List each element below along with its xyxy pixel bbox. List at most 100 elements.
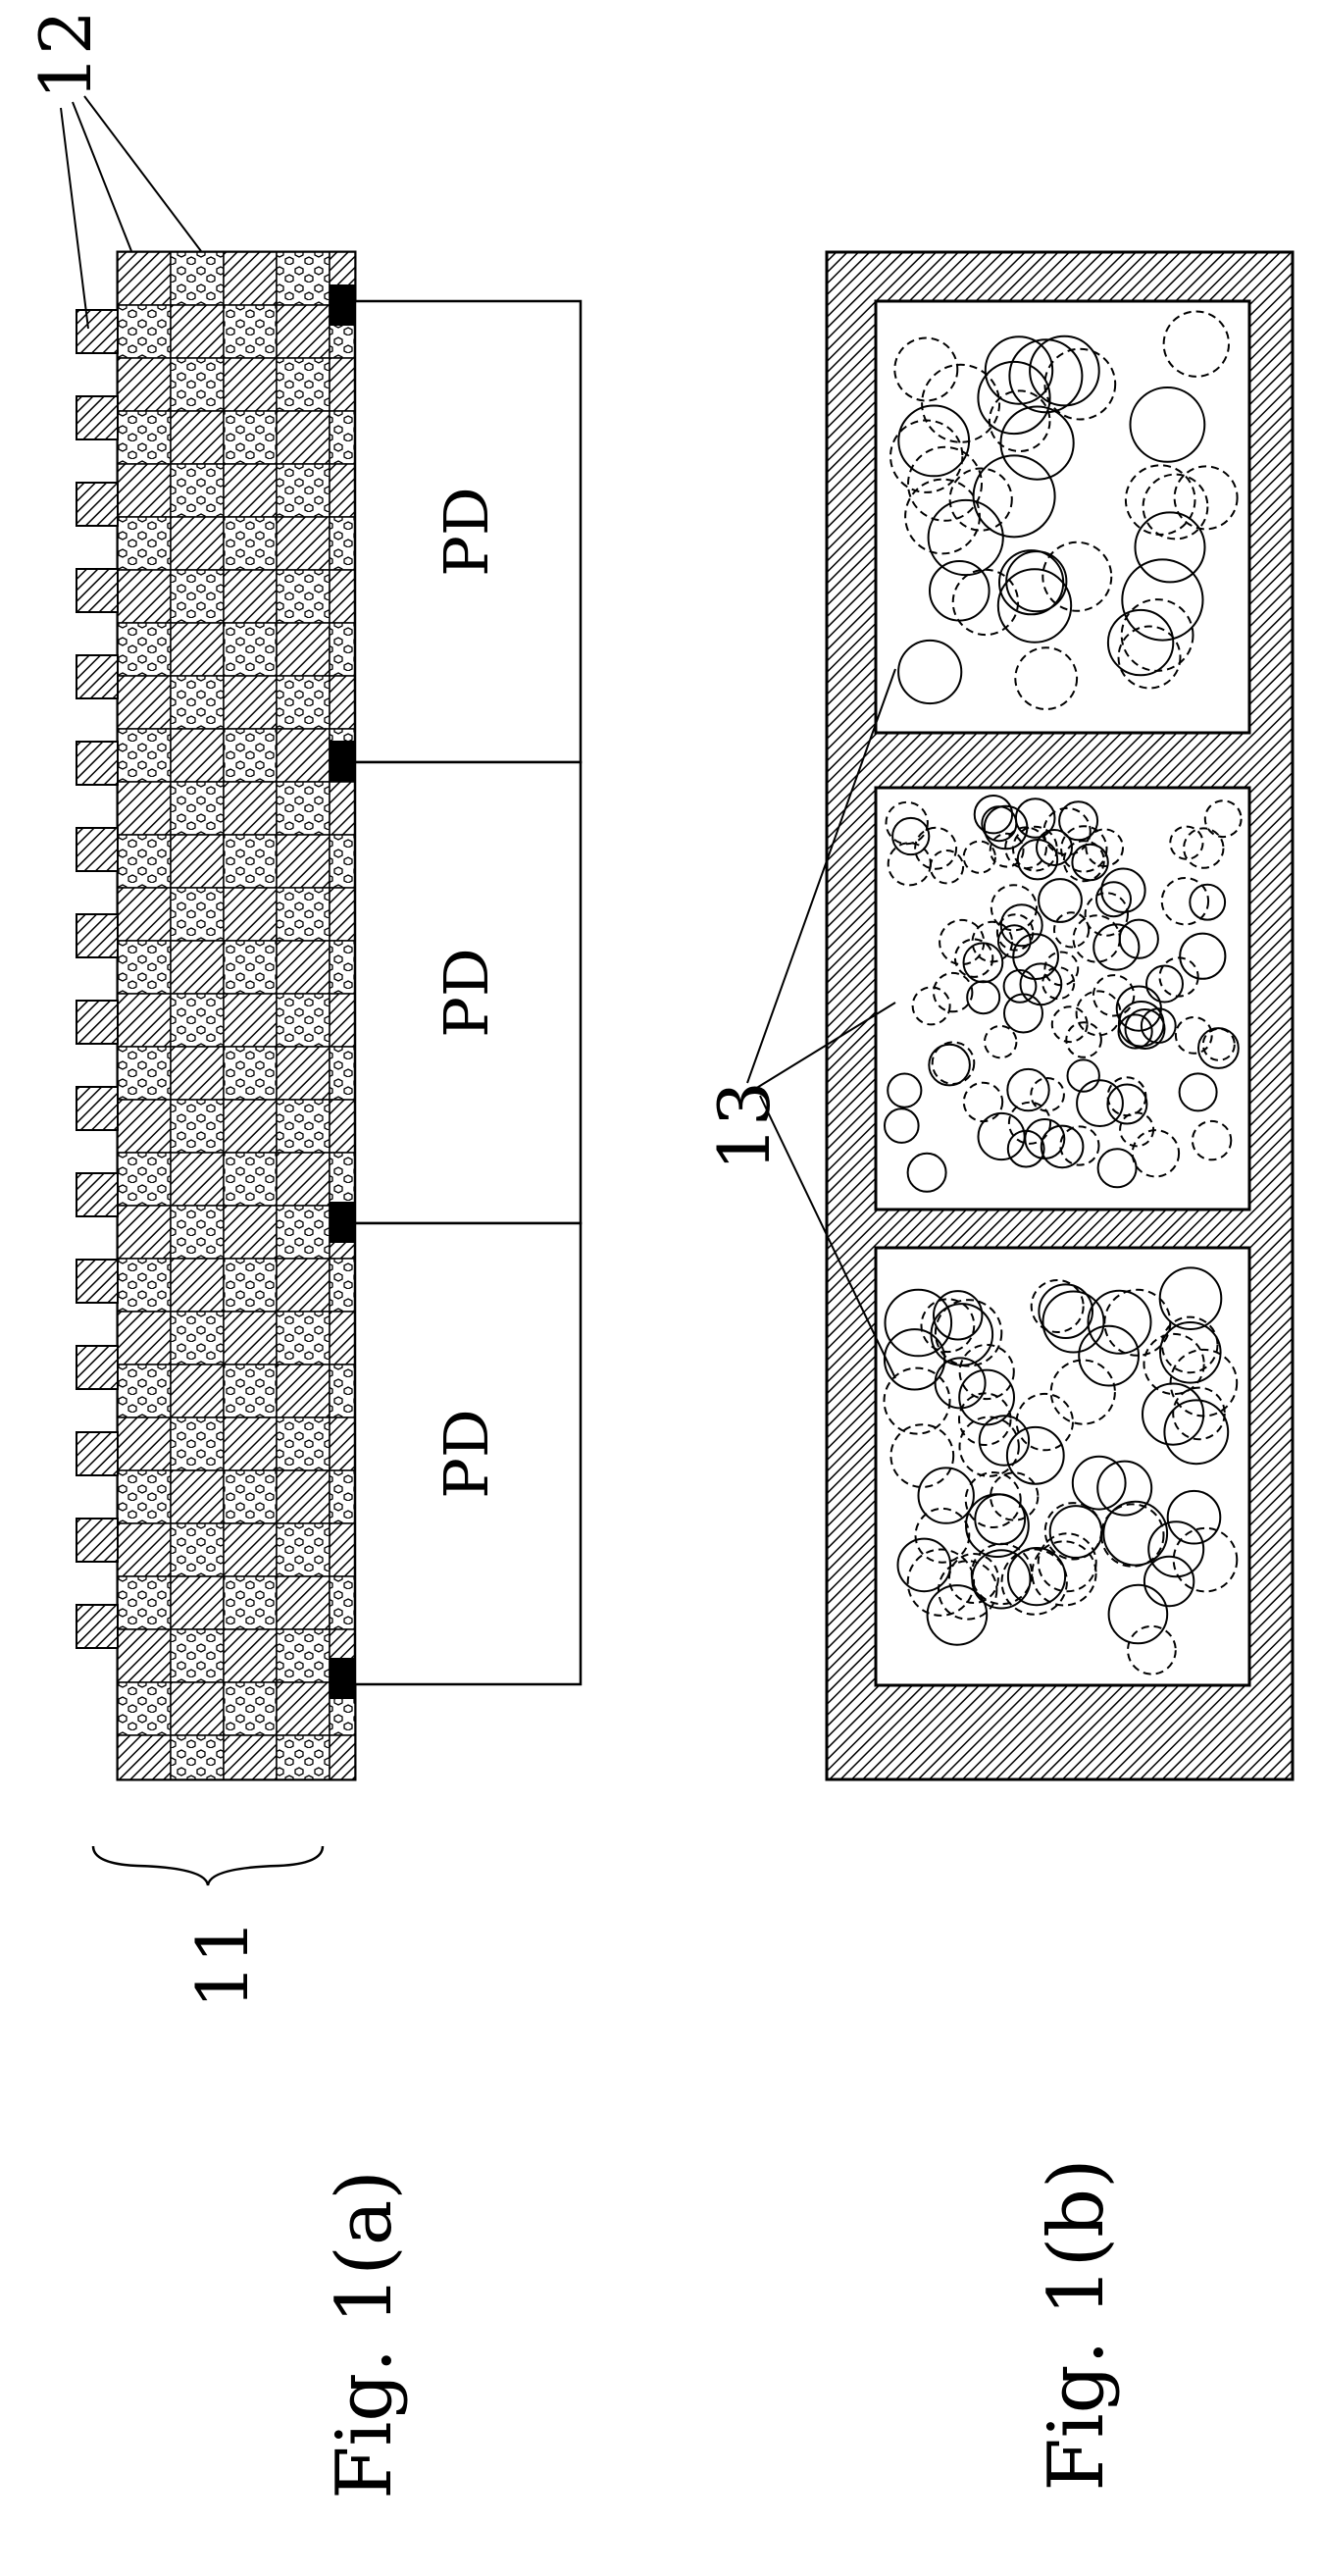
grating-tooth xyxy=(76,742,118,785)
filter-cell xyxy=(171,411,224,464)
filter-cell xyxy=(224,676,277,729)
filter-cell xyxy=(171,941,224,994)
filter-cell xyxy=(118,1629,171,1682)
filter-cell xyxy=(277,464,330,517)
filter-cell xyxy=(277,517,330,570)
filter-cells xyxy=(118,252,355,1779)
filter-cell xyxy=(277,1682,330,1735)
filter-cell xyxy=(330,1312,355,1365)
filter-cell xyxy=(224,1153,277,1206)
filter-cell xyxy=(118,994,171,1047)
filter-cell xyxy=(171,1629,224,1682)
filter-cell xyxy=(171,517,224,570)
filter-cell xyxy=(224,1629,277,1682)
filter-cell xyxy=(118,1153,171,1206)
filter-cell xyxy=(224,570,277,623)
filter-cell xyxy=(224,994,277,1047)
filter-cell xyxy=(224,888,277,941)
filter-cell xyxy=(330,676,355,729)
photodiode-label: PD xyxy=(431,948,502,1037)
spacer xyxy=(330,741,355,782)
filter-cell xyxy=(224,1682,277,1735)
filter-cell xyxy=(118,305,171,358)
filter-cell xyxy=(277,252,330,305)
grating-tooth xyxy=(76,569,118,612)
filter-cell xyxy=(224,1259,277,1312)
filter-cell xyxy=(118,729,171,782)
filter-cell xyxy=(277,1417,330,1470)
filter-cell xyxy=(118,1206,171,1259)
filter-cell xyxy=(171,1153,224,1206)
grating-tooth xyxy=(76,914,118,957)
grating-teeth-12 xyxy=(76,310,118,1648)
filter-cell xyxy=(118,782,171,835)
filter-cell xyxy=(224,835,277,888)
filter-cell xyxy=(277,941,330,994)
filter-cell xyxy=(118,358,171,411)
filter-cell xyxy=(171,1682,224,1735)
filter-cell xyxy=(224,1365,277,1417)
filter-cell xyxy=(171,1735,224,1779)
filter-cell xyxy=(224,358,277,411)
filter-cell xyxy=(224,1417,277,1470)
filter-cell xyxy=(224,941,277,994)
filter-cell xyxy=(171,1206,224,1259)
filter-cell xyxy=(224,305,277,358)
spacer xyxy=(330,1658,355,1699)
filter-cell xyxy=(171,464,224,517)
filter-cell xyxy=(224,782,277,835)
filter-cell xyxy=(118,1365,171,1417)
filter-cell xyxy=(118,517,171,570)
filter-cell xyxy=(118,1470,171,1523)
filter-cell xyxy=(118,941,171,994)
filter-cell xyxy=(118,1312,171,1365)
filter-cell xyxy=(277,1153,330,1206)
filter-cell xyxy=(118,676,171,729)
filter-cell xyxy=(277,1312,330,1365)
filter-cell xyxy=(277,888,330,941)
filter-cell xyxy=(277,358,330,411)
spacer xyxy=(330,1202,355,1243)
filter-cell xyxy=(171,1365,224,1417)
grating-tooth xyxy=(76,655,118,698)
grating-tooth xyxy=(76,1346,118,1389)
grating-tooth xyxy=(76,396,118,439)
filter-cell xyxy=(277,835,330,888)
spacer xyxy=(330,284,355,326)
filter-cell xyxy=(171,676,224,729)
label-13: 13 xyxy=(703,1081,786,1171)
filter-cell xyxy=(277,1470,330,1523)
filter-cell xyxy=(277,994,330,1047)
filter-cell xyxy=(118,1682,171,1735)
filter-cell xyxy=(277,1365,330,1417)
filter-cell xyxy=(118,411,171,464)
grating-tooth xyxy=(76,310,118,353)
filter-cell xyxy=(118,1259,171,1312)
filter-cell xyxy=(277,676,330,729)
filter-cell xyxy=(224,729,277,782)
filter-cell xyxy=(118,1735,171,1779)
fig-1a: PDPDPD 12 11 Fig. 1(a) xyxy=(25,10,581,2499)
caption-fig-1a: Fig. 1(a) xyxy=(321,2170,409,2499)
filter-cell xyxy=(118,1523,171,1576)
filter-cell xyxy=(277,782,330,835)
grating-tooth xyxy=(76,1519,118,1562)
filter-cell xyxy=(171,1523,224,1576)
filter-cell xyxy=(224,1523,277,1576)
filter-cell xyxy=(118,1100,171,1153)
filter-cell xyxy=(171,1576,224,1629)
caption-fig-1b: Fig. 1(b) xyxy=(1033,2158,1121,2491)
filter-cell xyxy=(277,1629,330,1682)
filter-cell xyxy=(171,835,224,888)
filter-cell xyxy=(224,623,277,676)
filter-cell xyxy=(224,517,277,570)
brace-11 xyxy=(93,1846,323,1885)
filter-cell xyxy=(224,1470,277,1523)
photodiode-array: PDPDPD xyxy=(355,301,581,1684)
filter-cell xyxy=(171,1047,224,1100)
grating-tooth xyxy=(76,1605,118,1648)
filter-cell xyxy=(330,1576,355,1629)
filter-cell xyxy=(330,1153,355,1206)
filter-cell xyxy=(171,570,224,623)
